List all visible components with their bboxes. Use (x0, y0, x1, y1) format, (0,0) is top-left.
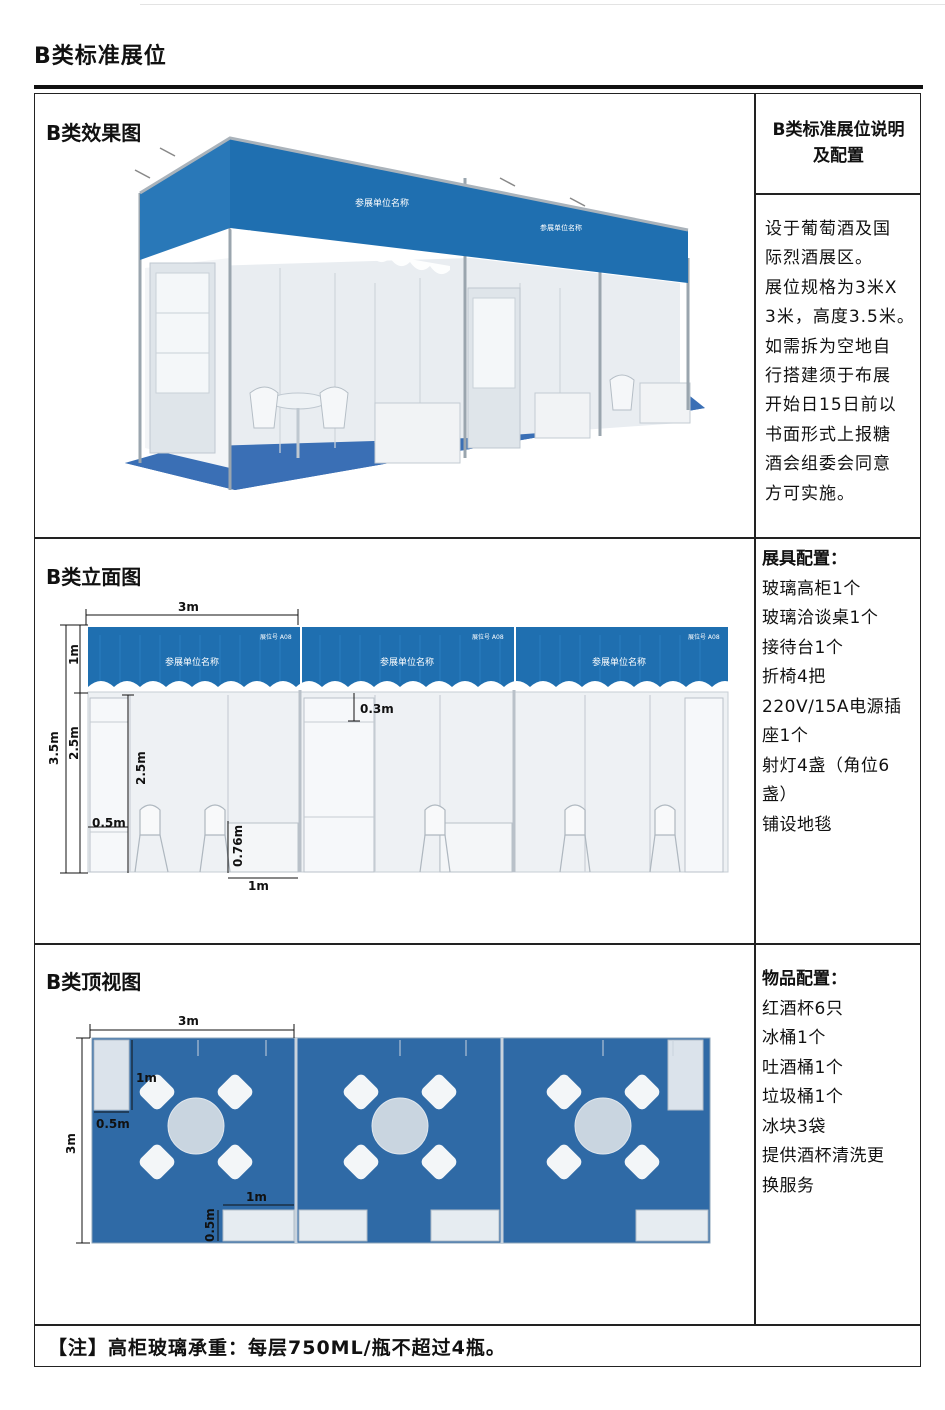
glass-table (269, 392, 327, 410)
dim-cabinet-depth: 1m (136, 1071, 157, 1085)
dim-shelf-height: 0.3m (360, 702, 394, 716)
equipment-config: 展具配置： 玻璃高柜1个 玻璃洽谈桌1个 接待台1个 折椅4把 220V/15A… (762, 545, 920, 840)
spotlight-markers (197, 1040, 674, 1056)
glass-cabinet (93, 1039, 130, 1111)
reception-counter (534, 392, 591, 439)
list-item: 220V/15A电源插 (762, 696, 902, 717)
list-item: 冰块3袋 (762, 1116, 826, 1137)
row-divider-2 (34, 943, 921, 945)
dim-cabinet-width: 0.5m (92, 816, 126, 830)
booth-top-view-drawing: 3m 3m 1m 0.5m 1m 0.5m (64, 1014, 711, 1244)
page-title: B类标准展位 (34, 44, 167, 69)
reception-counter (430, 1209, 500, 1242)
equipment-list: 玻璃高柜1个 玻璃洽谈桌1个 接待台1个 折椅4把 220V/15A电源插 座1… (762, 575, 920, 841)
sidebar-header: B类标准展位说明 及配置 (772, 120, 905, 166)
folding-chairs (249, 374, 635, 429)
dim-counter-depth: 0.5m (203, 1208, 217, 1242)
spotlights (134, 147, 586, 207)
sidebar-header-divider (754, 193, 921, 195)
list-item: 提供酒杯清洗更 (762, 1146, 885, 1166)
reception-counter (635, 1209, 709, 1242)
dim-width: 3m (178, 600, 199, 614)
list-item: 折椅4把 (762, 667, 826, 687)
reception-counter (439, 822, 513, 873)
booth-perspective-illustration: 参展单位名称 参展单位名称 (125, 136, 705, 490)
top-view-section-label: B类顶视图 (46, 970, 142, 994)
list-item: 盏） (762, 785, 797, 805)
dim-fascia-height: 1m (67, 644, 81, 665)
reception-counter (298, 1209, 368, 1242)
elevation-fascia: 参展单位名称 参展单位名称 参展单位名称 展位号 A08 展位号 A08 展位号… (88, 627, 752, 695)
dim-wall-inner-height: 2.5m (134, 751, 148, 785)
column-divider (754, 93, 756, 1325)
folding-chairs (134, 804, 681, 873)
fascia-booth-number: 展位号 A08 (472, 633, 504, 641)
glass-cabinet (303, 697, 375, 873)
dim-wall-height: 2.5m (67, 726, 81, 760)
fascia-booth-number: 展位号 A08 (688, 633, 720, 641)
top-divider (140, 4, 945, 5)
dim-counter-height: 0.76m (231, 825, 245, 867)
glass-cabinet (667, 1039, 704, 1111)
dim-width: 3m (178, 1014, 199, 1028)
list-item: 垃圾桶1个 (762, 1087, 844, 1107)
table-set (546, 1074, 660, 1180)
list-item: 接待台1个 (762, 637, 844, 658)
row-divider-1 (34, 537, 921, 539)
list-item: 换服务 (762, 1175, 815, 1196)
dim-counter-width: 1m (248, 879, 269, 893)
table-set (343, 1074, 457, 1180)
dim-depth: 3m (64, 1133, 78, 1154)
fascia-booth-number: 展位号 A08 (260, 633, 292, 641)
elevation-walls (87, 691, 729, 873)
reception-counter (222, 1209, 295, 1242)
glass-cabinet (684, 697, 724, 873)
equipment-title: 展具配置： (762, 549, 847, 569)
dim-cabinet-width: 0.5m (96, 1117, 130, 1131)
top-view-dimension-lines (76, 1024, 295, 1244)
goods-title: 物品配置： (762, 969, 847, 989)
effect-section-label: B类效果图 (46, 121, 142, 145)
fascia-company-name: 参展单位名称 (592, 656, 646, 668)
title-rule (34, 85, 923, 89)
booth-elevation-drawing: 参展单位名称 参展单位名称 参展单位名称 展位号 A08 展位号 A08 展位号… (47, 600, 752, 893)
list-item: 吐酒桶1个 (762, 1057, 844, 1078)
reception-counter (227, 822, 299, 873)
fascia-board-front (230, 138, 688, 283)
fascia-company-name: 参展单位名称 (380, 656, 434, 668)
fascia-company-name: 参展单位名称 (165, 656, 219, 668)
fascia-company-name: 参展单位名称 (540, 223, 582, 232)
glass-cabinet (89, 697, 129, 873)
list-item: 冰桶1个 (762, 1028, 826, 1048)
elevation-section-label: B类立面图 (46, 565, 142, 589)
reception-counter (639, 382, 691, 424)
fascia-board-side (140, 138, 230, 260)
list-item: 射灯4盏（角位6 (762, 755, 890, 776)
list-item: 玻璃高柜1个 (762, 578, 861, 599)
list-item: 铺设地毯 (762, 814, 832, 835)
row-divider-3 (34, 1324, 921, 1326)
list-item: 玻璃洽谈桌1个 (762, 608, 879, 628)
table-set (139, 1074, 253, 1180)
goods-list: 红酒杯6只 冰桶1个 吐酒桶1个 垃圾桶1个 冰块3袋 提供酒杯清洗更 换服务 (762, 995, 920, 1202)
elevation-dimension-lines (60, 609, 360, 879)
footer-note: 【注】高柜玻璃承重：每层750ML/瓶不超过4瓶。 (48, 1337, 506, 1359)
list-item: 红酒杯6只 (762, 998, 844, 1019)
fascia-company-name: 参展单位名称 (355, 197, 409, 209)
list-item: 座1个 (762, 726, 809, 746)
dim-total-height: 3.5m (47, 731, 61, 765)
sidebar-description: 设于葡萄酒及国 际烈酒展区。 展位规格为3米X 3米，高度3.5米。 如需拆为空… (765, 219, 915, 504)
dim-counter-width: 1m (246, 1190, 267, 1204)
spec-table-frame (34, 93, 921, 1367)
reception-counter (374, 402, 461, 464)
goods-config: 物品配置： 红酒杯6只 冰桶1个 吐酒桶1个 垃圾桶1个 冰块3袋 提供酒杯清洗… (762, 965, 920, 1201)
